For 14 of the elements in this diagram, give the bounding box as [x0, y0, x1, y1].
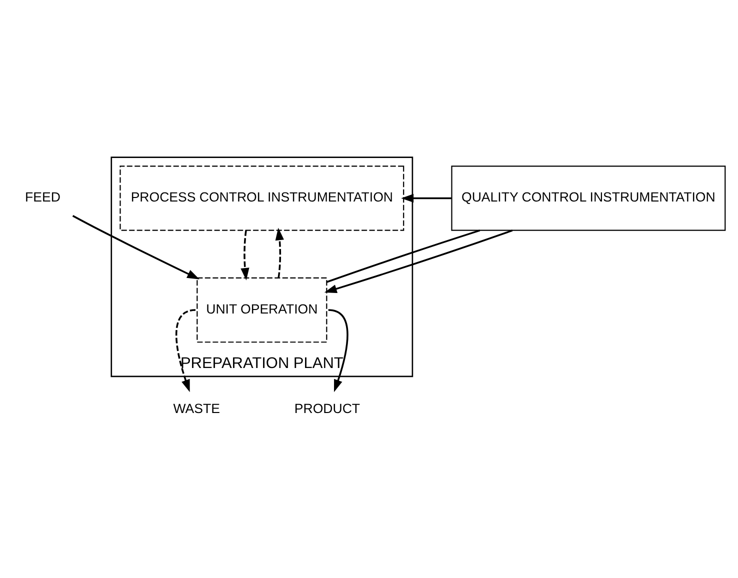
node-text: WASTE	[173, 401, 220, 416]
node-text: PRODUCT	[294, 401, 360, 416]
connector	[326, 230, 480, 283]
node-box: PROCESS CONTROL INSTRUMENTATION	[120, 166, 404, 231]
arrow	[72, 215, 200, 280]
node-box: QUALITY CONTROL INSTRUMENTATION	[451, 166, 726, 231]
arrow	[175, 309, 196, 392]
node-text: FEED	[25, 190, 60, 205]
arrow	[401, 194, 452, 203]
arrow	[240, 230, 250, 280]
node-box: UNIT OPERATION	[196, 277, 328, 343]
arrow	[275, 228, 284, 278]
arrow	[324, 230, 513, 293]
arrow	[328, 309, 348, 392]
